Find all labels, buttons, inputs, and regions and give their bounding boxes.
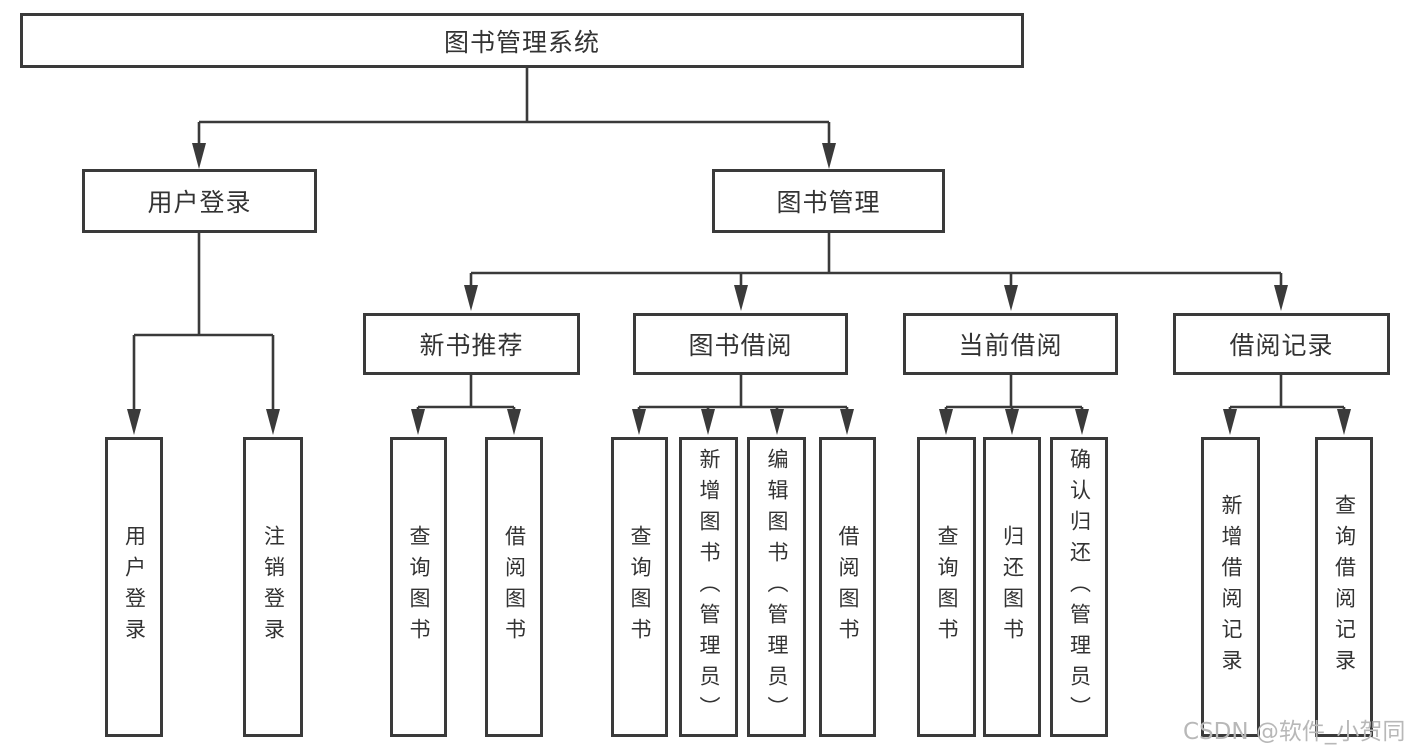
leaf-borrowing-query-books: 查询图书 <box>611 437 668 737</box>
arrowhead <box>701 409 715 435</box>
connector-current-borrow-to-leaves <box>944 375 1084 411</box>
leaf-user-login-label: 用户登录 <box>122 525 147 649</box>
arrowhead <box>1274 285 1288 311</box>
arrowhead <box>411 409 425 435</box>
arrowhead <box>632 409 646 435</box>
leaf-borrowing-add-books-admin: 新增图书（管理员） <box>679 437 738 737</box>
leaf-new-book-borrow-books: 借阅图书 <box>485 437 543 737</box>
node-current-borrowing: 当前借阅 <box>903 313 1118 375</box>
connector-new-book-to-leaves <box>416 375 516 411</box>
leaf-new-book-borrow-books-label: 借阅图书 <box>502 525 527 649</box>
connector-user-login-to-leaves <box>132 233 275 411</box>
arrowhead <box>1004 285 1018 311</box>
leaf-borrowing-add-books-admin-label: 新增图书（管理员） <box>697 447 721 727</box>
arrowhead <box>734 285 748 311</box>
arrowhead <box>1075 409 1089 435</box>
leaf-current-query-books: 查询图书 <box>917 437 976 737</box>
leaf-records-query-borrow-record-label: 查询借阅记录 <box>1332 494 1357 680</box>
leaf-new-book-query-books: 查询图书 <box>390 437 447 737</box>
node-new-book-recommendation: 新书推荐 <box>363 313 580 375</box>
arrowhead <box>464 285 478 311</box>
arrowhead <box>266 409 280 435</box>
node-user-login: 用户登录 <box>82 169 317 233</box>
leaf-borrowing-borrow-books: 借阅图书 <box>819 437 876 737</box>
leaf-new-book-query-books-label: 查询图书 <box>407 525 431 649</box>
csdn-watermark: CSDN @软件_小贺同学 <box>1183 719 1405 745</box>
leaf-borrowing-query-books-label: 查询图书 <box>628 525 652 649</box>
arrowhead <box>939 409 953 435</box>
leaf-borrowing-edit-books-admin-label: 编辑图书（管理员） <box>765 447 789 727</box>
connector-line-group <box>132 68 1346 411</box>
arrowhead <box>507 409 521 435</box>
arrowhead <box>127 409 141 435</box>
leaf-records-query-borrow-record: 查询借阅记录 <box>1315 437 1373 737</box>
arrowhead <box>1223 409 1237 435</box>
arrowhead <box>1337 409 1351 435</box>
connector-root-to-level2 <box>197 68 831 145</box>
leaf-borrowing-borrow-books-label: 借阅图书 <box>836 525 860 649</box>
arrowhead <box>770 409 784 435</box>
arrowhead-group <box>127 143 1351 435</box>
node-book-borrowing: 图书借阅 <box>633 313 848 375</box>
node-book-management: 图书管理 <box>712 169 945 233</box>
leaf-logout-label: 注销登录 <box>261 525 286 649</box>
leaf-current-return-books: 归还图书 <box>983 437 1041 737</box>
leaf-borrowing-edit-books-admin: 编辑图书（管理员） <box>747 437 806 737</box>
connector-book-mgmt-to-level3 <box>469 233 1283 287</box>
arrowhead <box>822 143 836 169</box>
leaf-current-confirm-return-admin-label: 确认归还（管理员） <box>1067 447 1092 727</box>
leaf-logout: 注销登录 <box>243 437 303 737</box>
leaf-records-add-borrow-record-label: 新增借阅记录 <box>1219 494 1243 680</box>
leaf-user-login: 用户登录 <box>105 437 163 737</box>
node-library-management-system: 图书管理系统 <box>20 13 1024 68</box>
arrowhead <box>1005 409 1019 435</box>
leaf-records-add-borrow-record: 新增借阅记录 <box>1201 437 1260 737</box>
node-borrowing-records: 借阅记录 <box>1173 313 1390 375</box>
arrowhead <box>840 409 854 435</box>
leaf-current-query-books-label: 查询图书 <box>935 525 959 649</box>
connector-book-borrow-to-leaves <box>637 375 849 411</box>
arrowhead <box>192 143 206 169</box>
connector-borrow-records-to-leaves <box>1228 375 1346 411</box>
leaf-current-return-books-label: 归还图书 <box>1000 525 1025 649</box>
leaf-current-confirm-return-admin: 确认归还（管理员） <box>1050 437 1108 737</box>
